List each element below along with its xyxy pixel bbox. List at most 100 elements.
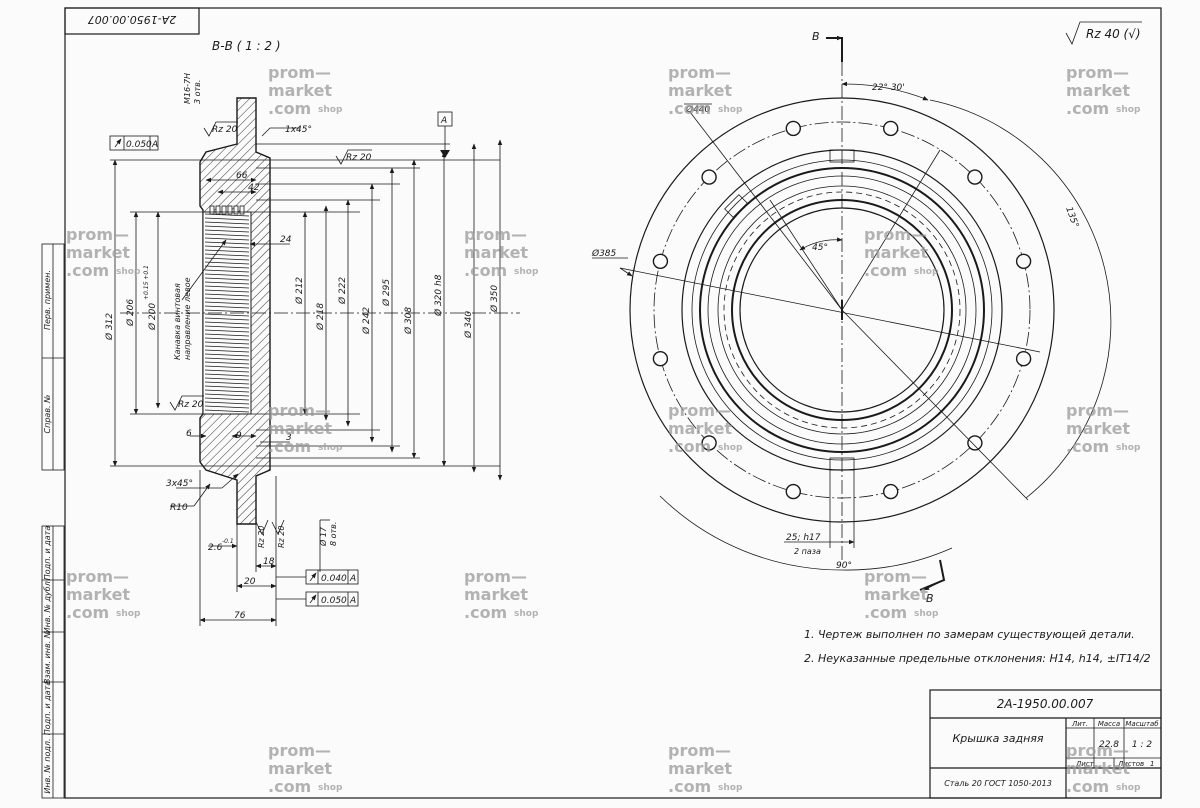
groove-note-2: направление левое: [183, 277, 192, 360]
note-2: 2. Неуказанные предельные отклонения: Н1…: [804, 652, 1151, 665]
watermark-line-1: prom—: [864, 567, 927, 586]
watermark-logo: prom—market.com shop: [864, 567, 939, 622]
bolt-hole: [785, 483, 801, 500]
plan-view: [592, 35, 1112, 591]
watermark-shop: shop: [914, 609, 939, 619]
watermark-line-1: prom—: [668, 741, 731, 760]
dia-350: Ø 350: [489, 285, 500, 313]
stamp-label-6: Подп. и дата: [43, 681, 52, 736]
bolt-hole: [967, 169, 983, 185]
groove-rib: [204, 365, 250, 369]
dia-320: Ø 320 h8: [433, 274, 444, 317]
dia-242: Ø 242: [361, 307, 372, 335]
dia-218: Ø 218: [315, 303, 326, 331]
watermark-line-1: prom—: [1066, 63, 1129, 82]
groove-rib: [204, 297, 250, 301]
watermark-line-3: .com: [66, 603, 109, 622]
groove-rib: [204, 337, 250, 341]
watermark-line-3: .com: [668, 437, 711, 456]
groove-note-1: Канавка винтовая: [173, 283, 182, 360]
watermark-shop: shop: [1116, 443, 1141, 453]
dia-340: Ø 340: [463, 311, 474, 339]
groove-rib: [204, 333, 250, 337]
bolt-hole: [883, 483, 899, 500]
col-lit: Лит.: [1071, 720, 1088, 728]
mass-value: 22.8: [1099, 740, 1119, 750]
groove-rib: [204, 397, 250, 401]
groove-rib: [204, 269, 250, 273]
watermark-line-3: .com: [268, 437, 311, 456]
holes-8: 8 отв.: [329, 522, 338, 546]
watermark-line-2: market: [268, 759, 332, 778]
groove-rib: [204, 393, 250, 397]
tol-runout-3: 0.050: [321, 596, 347, 606]
spiral-groove: [202, 205, 252, 415]
bolt-hole: [652, 351, 669, 367]
top-code-text: 2A-1950.00.007: [88, 13, 176, 26]
watermark-line-3: .com: [268, 777, 311, 796]
groove-rib: [204, 233, 250, 237]
view-mark-bottom: В: [926, 592, 934, 605]
watermark-line-2: market: [66, 585, 130, 604]
dim-66: 66: [236, 171, 248, 181]
tol-runout-2: 0.040: [321, 574, 347, 584]
dim-2-6-tol: -0.1: [222, 538, 234, 545]
watermark-line-2: market: [1066, 419, 1130, 438]
dia-312: Ø 312: [104, 313, 115, 341]
groove-rib: [204, 317, 250, 321]
watermark-line-3: .com: [668, 99, 711, 118]
groove-rib: [204, 225, 250, 229]
angle-22-30: 22° 30': [872, 83, 905, 93]
angle-90: 90°: [836, 561, 852, 571]
plan-texts: В В 22° 30' Ø440 135° 45° Ø385 25; h17 2…: [591, 30, 1080, 605]
bolt-hole: [883, 120, 899, 137]
watermark-shop: shop: [514, 267, 539, 277]
groove-rib: [204, 349, 250, 353]
stamp-label-4: Инв. № дубл.: [43, 579, 52, 634]
groove-rib: [204, 265, 250, 269]
groove-rib: [204, 261, 250, 265]
bolt-hole: [1015, 351, 1032, 367]
dia-440: Ø440: [685, 104, 711, 115]
groove-rib: [204, 229, 250, 233]
watermark-shop: shop: [116, 609, 141, 619]
watermark-shop: shop: [318, 783, 343, 793]
rz20-a: Rz 20: [212, 125, 238, 135]
groove-rib: [204, 345, 250, 349]
watermark-line-3: .com: [864, 603, 907, 622]
rz20-b: Rz 20: [346, 153, 372, 163]
watermark-line-2: market: [464, 585, 528, 604]
groove-rib: [204, 241, 250, 245]
watermark-line-2: market: [864, 585, 928, 604]
watermark-line-1: prom—: [668, 63, 731, 82]
tolerance-frame-3: [276, 591, 359, 607]
dim-42: 42: [248, 183, 260, 193]
groove-rib: [204, 329, 250, 333]
section-texts: М16-7Н 3 отв. Rz 20 1х45° Rz 20 0.050 А …: [104, 73, 500, 621]
dia-295: Ø 295: [381, 279, 392, 307]
bolt-hole: [701, 169, 717, 185]
watermark-line-3: .com: [1066, 437, 1109, 456]
scale-value: 1 : 2: [1132, 740, 1152, 750]
stamp-label-2: Справ. №: [43, 395, 52, 434]
groove-rib: [204, 289, 250, 293]
chamfer-top: 1х45°: [285, 125, 312, 135]
groove-rib: [204, 249, 250, 253]
watermark-shop: shop: [718, 105, 743, 115]
slot-count: 2 паза: [794, 547, 821, 556]
stamp-label-1: Перв. примен.: [43, 270, 52, 330]
watermark-line-1: prom—: [268, 401, 331, 420]
watermark-shop: shop: [514, 609, 539, 619]
groove-rib: [204, 385, 250, 389]
groove-rib: [204, 405, 250, 409]
dia-212: Ø 212: [294, 277, 305, 305]
datum-a-letter: А: [440, 116, 447, 126]
dia-385: Ø385: [591, 248, 617, 259]
